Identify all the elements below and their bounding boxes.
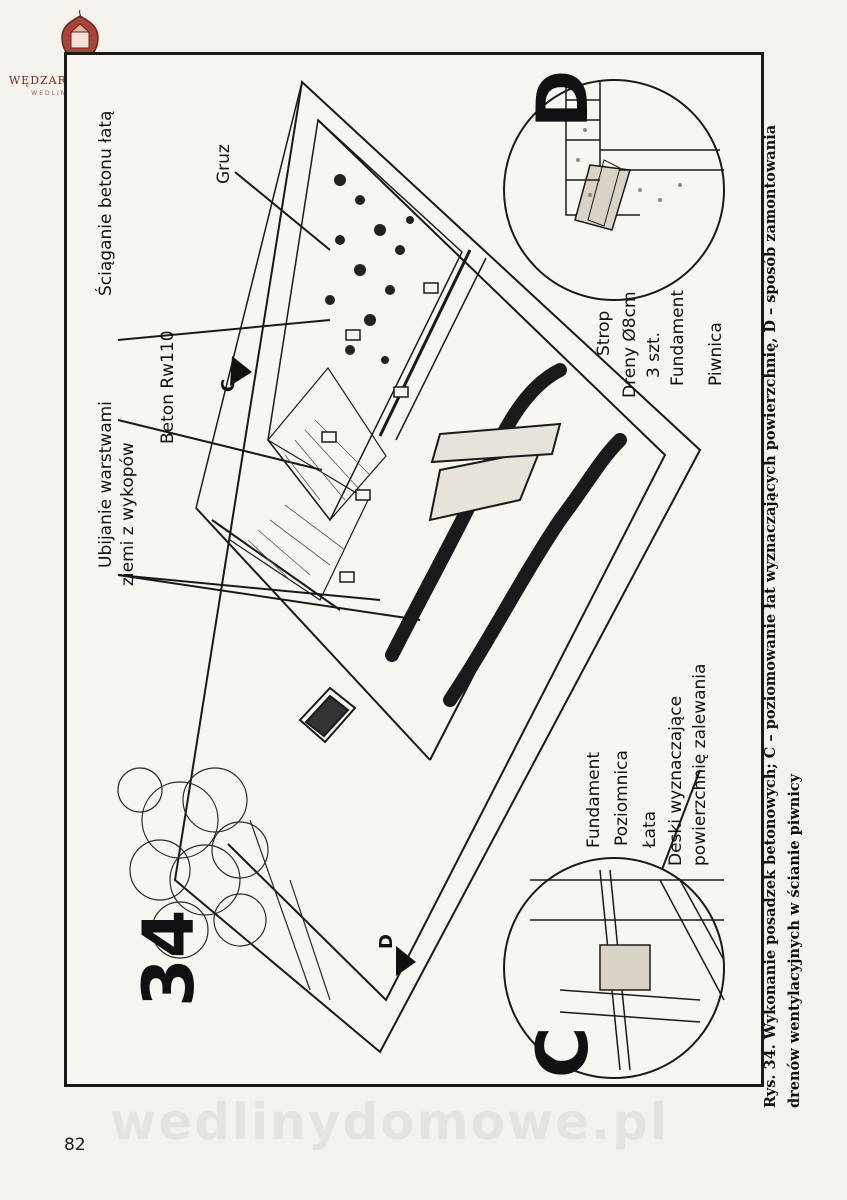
label-beton: Beton Rw110 (158, 330, 178, 444)
letter-d: D (522, 69, 604, 128)
label-deski-2: powierzchnię zalewania (690, 663, 710, 866)
figure-caption-line-1: Rys. 34. Wykonanie posadzek betonowych; … (762, 124, 779, 1108)
arrow-d (396, 946, 416, 976)
tree (117, 767, 331, 1001)
label-strop: Strop (594, 310, 614, 356)
slab-outline (173, 79, 702, 1054)
marker-c: C (218, 378, 239, 392)
label-fundament-c: Fundament (584, 751, 604, 848)
label-lata: Łata (640, 810, 660, 848)
label-szt: 3 szt. (644, 331, 664, 378)
watermark: wedlinydomowe.pl (110, 1093, 669, 1151)
label-dreny: Dreny Ø8cm (620, 291, 640, 398)
label-poziomnica: Poziomnica (612, 750, 632, 846)
label-fundament-d: Fundament (668, 289, 688, 386)
marker-d: D (376, 934, 397, 949)
label-gruz: Gruz (214, 144, 234, 184)
label-deski-1: Deski wyznaczające (666, 695, 686, 866)
figure-caption-line-2: drenów wentylacyjnych w ścianie piwnicy (786, 773, 803, 1108)
label-ubijanie-1: Ubijanie warstwami (96, 401, 116, 568)
label-piwnica: Piwnica (706, 322, 726, 386)
label-sciaganie: Ściąganie betonu łatą (96, 110, 116, 296)
label-ubijanie-2: ziemi z wykopów (118, 442, 138, 586)
figure-number: 34 (128, 909, 210, 1007)
letter-c: C (522, 1026, 604, 1078)
page-number: 82 (64, 1135, 86, 1155)
arrow-c (230, 356, 252, 386)
